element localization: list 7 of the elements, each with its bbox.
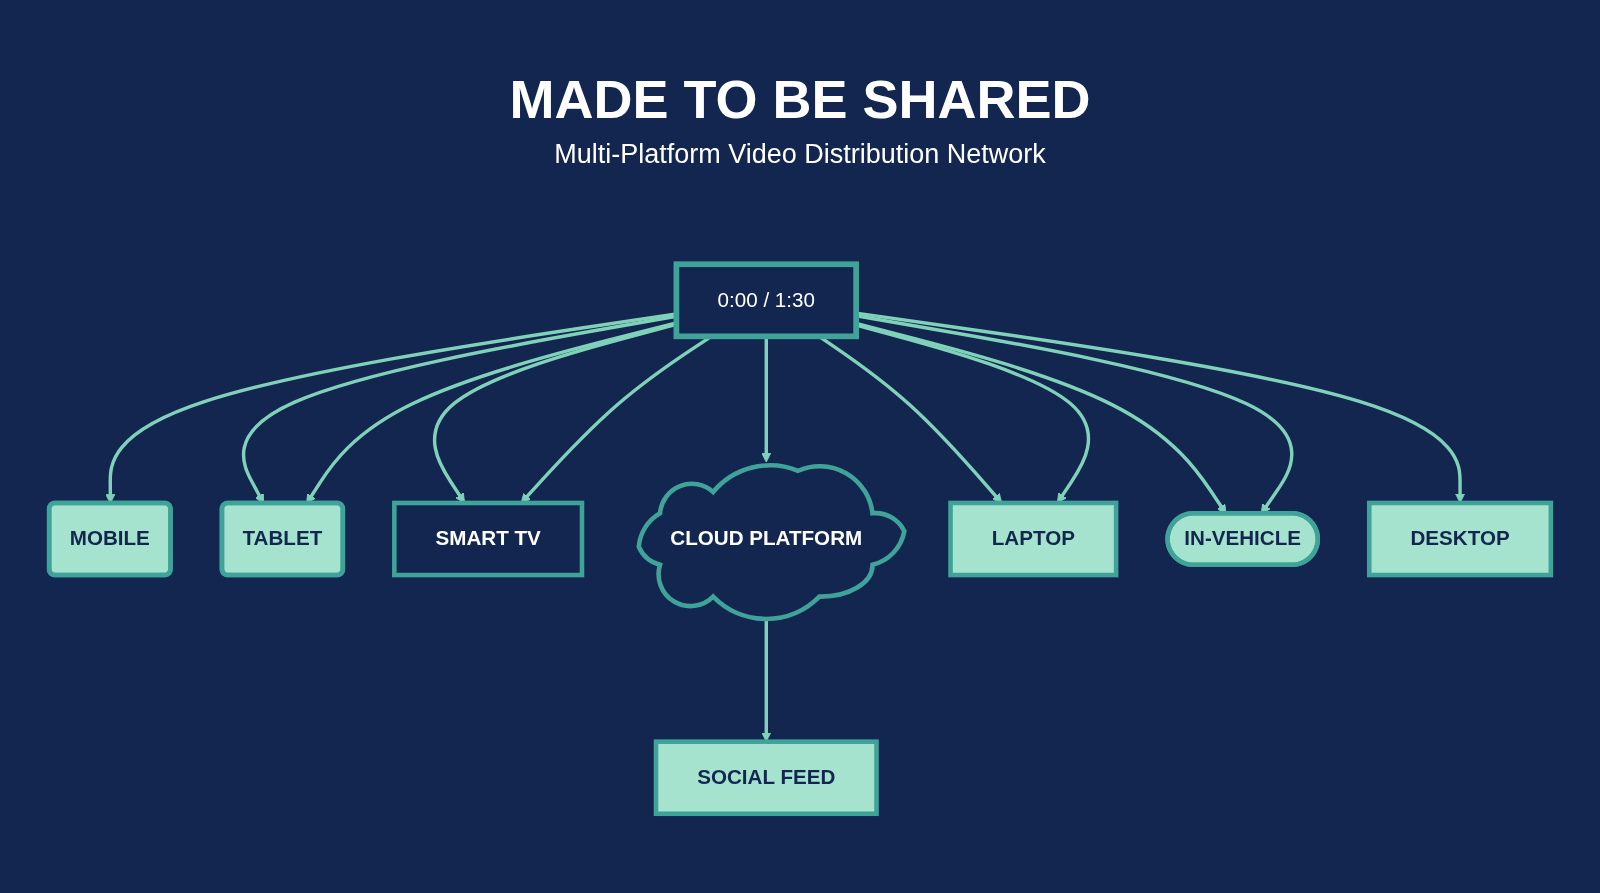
node-box: SMART TV: [392, 500, 585, 578]
node-box: DESKTOP: [1366, 500, 1554, 578]
node-box: SOCIAL FEED: [653, 739, 879, 817]
title: MADE TO BE SHARED: [509, 70, 1091, 130]
subtitle: Multi-Platform Video Distribution Network: [554, 139, 1046, 171]
node-box: 0:00 / 1:30: [673, 261, 859, 340]
node-box: LAPTOP: [948, 500, 1119, 578]
